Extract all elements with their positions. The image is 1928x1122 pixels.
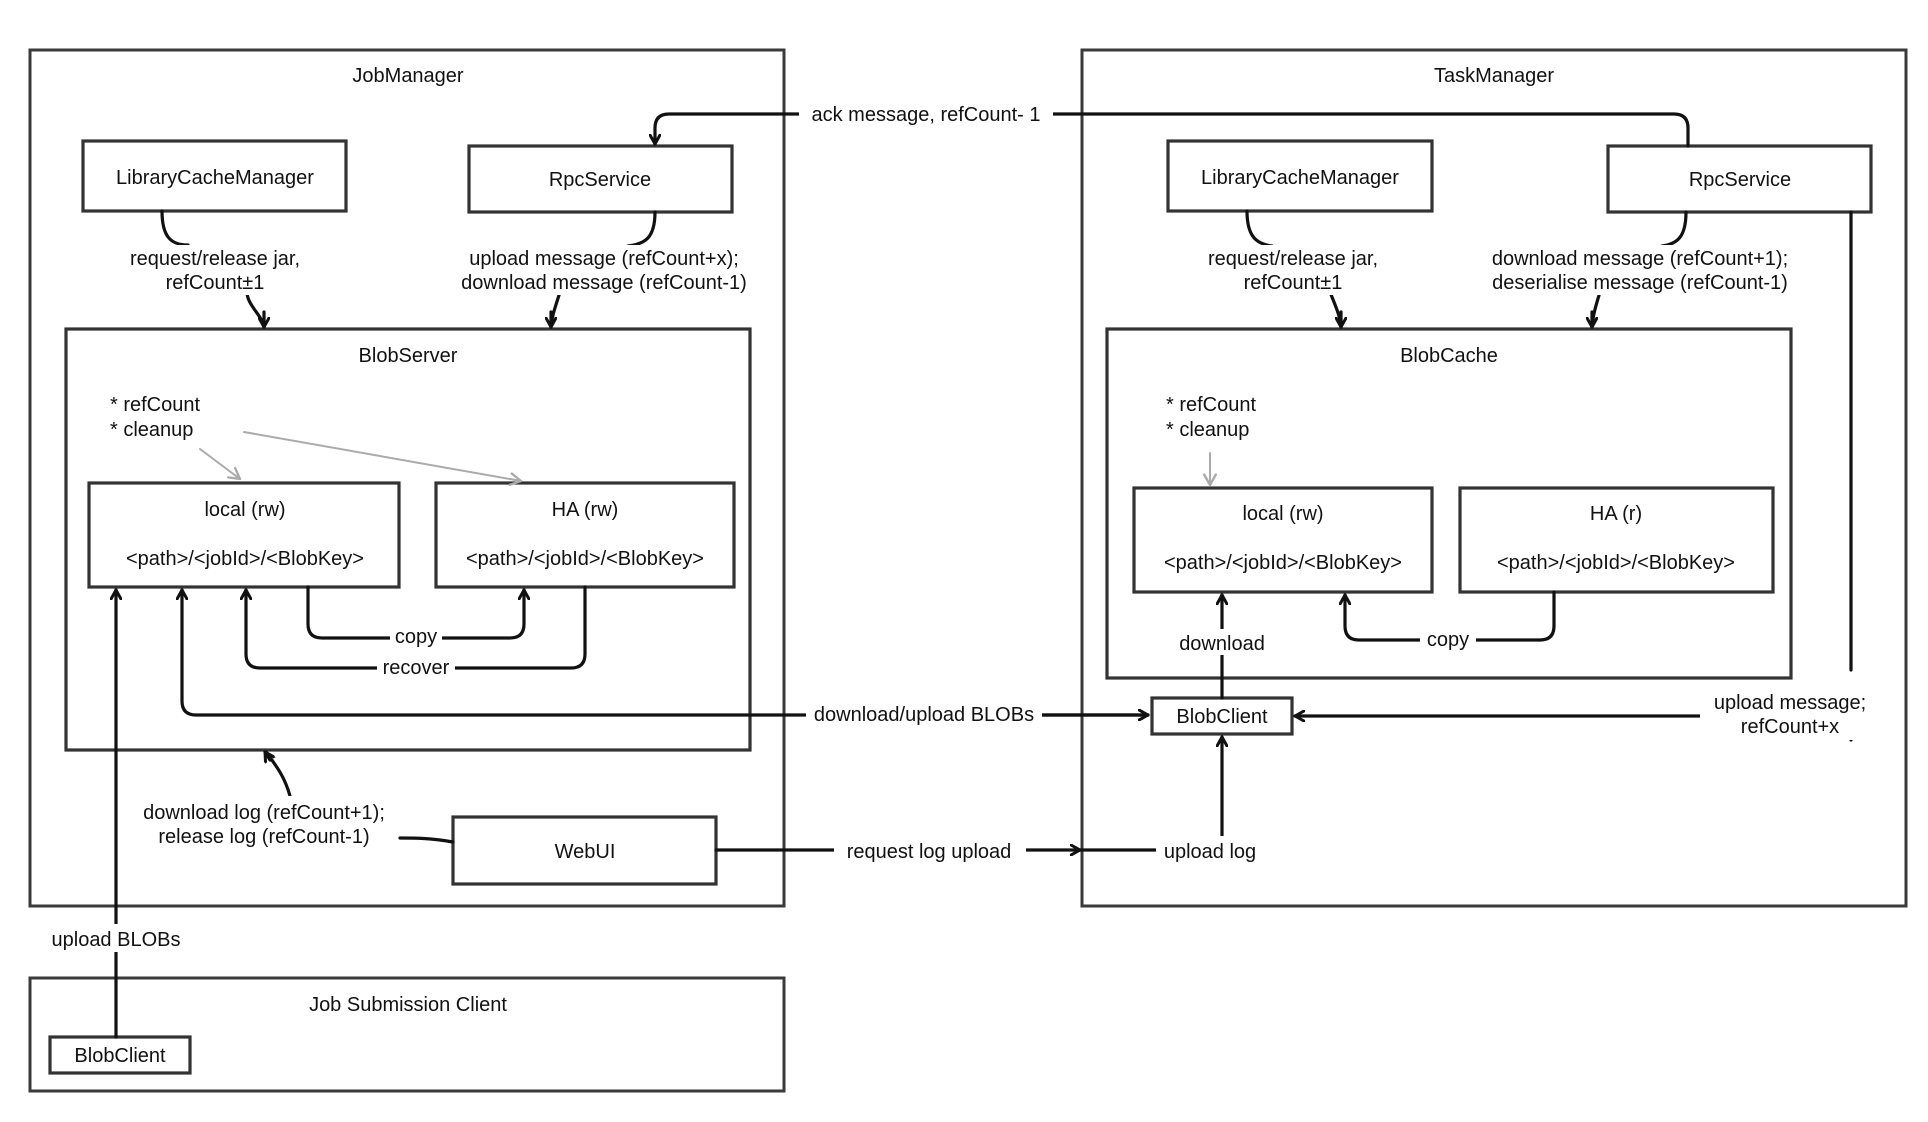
jm-copy-label-bg bbox=[390, 624, 442, 648]
blob-cache-title: BlobCache bbox=[1400, 345, 1498, 367]
download-upload-blobs-arrow bbox=[182, 588, 1150, 717]
request-log-upload-label: request log upload bbox=[847, 841, 1012, 863]
upload-log-label: upload log bbox=[1164, 841, 1256, 863]
webui-log-label-2: release log (refCount-1) bbox=[158, 826, 369, 848]
jm-ha-store-box bbox=[434, 481, 736, 589]
jsc-blobclient-label: BlobClient bbox=[74, 1045, 166, 1067]
tm-lcm-label-bg bbox=[1198, 245, 1388, 295]
jm-lcm-edge-label-2: refCount±1 bbox=[166, 272, 265, 294]
upload-blobs-label: upload BLOBs bbox=[52, 929, 181, 951]
jm-library-cache-manager-box bbox=[81, 139, 348, 213]
jm-rpcservice-box bbox=[467, 144, 734, 214]
tm-copy-label-bg bbox=[1420, 624, 1476, 650]
download-upload-blobs-label: download/upload BLOBs bbox=[814, 704, 1034, 726]
jm-local-store-title: local (rw) bbox=[204, 499, 285, 521]
jm-lcm-label-bg bbox=[120, 245, 310, 295]
webui-label: WebUI bbox=[555, 841, 616, 863]
jm-ha-store-path: <path>/<jobId>/<BlobKey> bbox=[466, 548, 704, 570]
jm-ha-store-title: HA (rw) bbox=[552, 499, 619, 521]
jm-rpc-edge-label-2: download message (refCount-1) bbox=[461, 272, 747, 294]
jm-library-cache-manager-label: LibraryCacheManager bbox=[116, 167, 314, 189]
tm-copy-label: copy bbox=[1427, 629, 1469, 651]
tm-download-label: download bbox=[1179, 633, 1265, 655]
tm-lcm-edge-label-1: request/release jar, bbox=[1208, 248, 1378, 270]
jm-recover-label-bg bbox=[377, 654, 455, 678]
download-upload-label-bg bbox=[806, 701, 1042, 729]
tm-library-cache-manager-label: LibraryCacheManager bbox=[1201, 167, 1399, 189]
blob-server-note-cleanup: * cleanup bbox=[110, 419, 193, 441]
upload-msg-label-bg bbox=[1700, 688, 1892, 740]
tm-library-cache-manager-box bbox=[1166, 139, 1434, 213]
tm-rpcservice-box bbox=[1606, 144, 1873, 214]
tm-ha-store-title: HA (r) bbox=[1590, 503, 1642, 525]
taskmanager-title: TaskManager bbox=[1434, 65, 1554, 87]
jm-local-store-box bbox=[87, 481, 401, 589]
blob-cache-note-refcount: * refCount bbox=[1166, 394, 1256, 416]
webui-log-arrowhead bbox=[263, 750, 270, 760]
jm-copy-label: copy bbox=[395, 626, 437, 648]
jm-cleanup-pointer-local bbox=[199, 448, 242, 481]
jm-local-store-path: <path>/<jobId>/<BlobKey> bbox=[126, 548, 364, 570]
jm-lcm-edge-label-1: request/release jar, bbox=[130, 248, 300, 270]
tm-lcm-edge-label-2: refCount±1 bbox=[1244, 272, 1343, 294]
tm-rpcservice-label: RpcService bbox=[1689, 169, 1791, 191]
upload-log-label-bg bbox=[1156, 836, 1264, 864]
tm-local-store-box bbox=[1132, 486, 1434, 594]
upload-message-label-2: refCount+x bbox=[1741, 716, 1839, 738]
tm-rpc-edge-label-1: download message (refCount+1); bbox=[1492, 248, 1788, 270]
ack-label-bg bbox=[799, 100, 1053, 128]
jm-rpcservice-label: RpcService bbox=[549, 169, 651, 191]
tm-download-label-bg bbox=[1170, 629, 1274, 655]
upload-blobs-label-bg bbox=[44, 924, 192, 952]
webui-log-label-bg bbox=[134, 796, 398, 850]
tm-local-store-title: local (rw) bbox=[1242, 503, 1323, 525]
tm-rpc-label-bg bbox=[1480, 245, 1800, 295]
upload-message-label-1: upload message; bbox=[1714, 692, 1866, 714]
tm-ha-store-path: <path>/<jobId>/<BlobKey> bbox=[1497, 552, 1735, 574]
blob-server-note-refcount: * refCount bbox=[110, 394, 200, 416]
ack-message-arrow bbox=[655, 112, 1690, 148]
tm-blobclient-label: BlobClient bbox=[1176, 706, 1268, 728]
tm-ha-store-box bbox=[1458, 486, 1775, 594]
request-log-label-bg bbox=[834, 836, 1026, 864]
jm-recover-label: recover bbox=[383, 657, 450, 679]
job-submission-client-title: Job Submission Client bbox=[309, 994, 507, 1016]
webui-log-label-1: download log (refCount+1); bbox=[143, 802, 385, 824]
jsc-blobclient-box bbox=[48, 1035, 192, 1075]
ack-message-label: ack message, refCount- 1 bbox=[812, 104, 1041, 126]
tm-rpc-edge-label-2: deserialise message (refCount-1) bbox=[1492, 272, 1788, 294]
blob-server-title: BlobServer bbox=[359, 345, 458, 367]
jobmanager-title: JobManager bbox=[352, 65, 464, 87]
blob-cache-note-cleanup: * cleanup bbox=[1166, 419, 1249, 441]
jm-cleanup-pointer-ha bbox=[243, 431, 523, 487]
webui-box bbox=[451, 815, 718, 886]
jm-rpc-edge-label-1: upload message (refCount+x); bbox=[469, 248, 739, 270]
tm-local-store-path: <path>/<jobId>/<BlobKey> bbox=[1164, 552, 1402, 574]
jm-rpc-label-bg bbox=[450, 245, 758, 295]
